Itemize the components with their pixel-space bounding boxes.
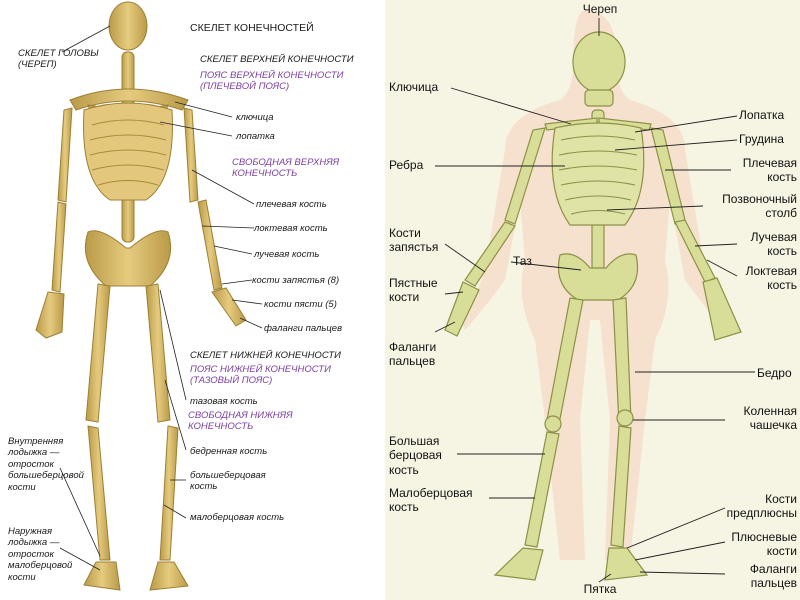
label-femur-left: бедренная кость	[190, 446, 268, 457]
label-head-skeleton: СКЕЛЕТ ГОЛОВЫ (ЧЕРЕП)	[18, 48, 99, 71]
label-clavicle-left: ключица	[236, 112, 274, 123]
ribcage-shape	[83, 102, 173, 201]
left-diagram-panel: СКЕЛЕТ КОНЕЧНОСТЕЙ СКЕЛЕТ ГОЛОВЫ (ЧЕРЕП)…	[0, 0, 385, 600]
label-medial-malleolus: Внутренняя лодыжка — отросток большеберц…	[8, 436, 84, 493]
label-clavicle: Ключица	[389, 80, 439, 94]
right-diagram-panel: Череп Ключица Лопатка Грудина Ребра Плеч…	[385, 0, 800, 600]
label-upper-limb-skeleton: СКЕЛЕТ ВЕРХНЕЙ КОНЕЧНОСТИ	[200, 54, 354, 65]
foot-right-front-shape	[604, 547, 649, 581]
label-spine: Позвоночный столб	[722, 192, 797, 221]
skull-front-shape	[572, 31, 626, 93]
hand-right-front-shape	[702, 277, 742, 341]
label-pelvis: Таз	[513, 254, 532, 268]
right-leader-lines	[434, 18, 755, 583]
label-metacarpals-left: кости пясти (5)	[264, 299, 337, 310]
label-phalanges-hand: Фаланги пальцев	[389, 340, 437, 369]
label-humerus: Плечевая кость	[742, 156, 797, 185]
label-carpals: Кости запястья	[389, 226, 439, 255]
label-free-upper-limb: СВОБОДНАЯ ВЕРХНЯЯ КОНЕЧНОСТЬ	[232, 157, 340, 180]
posterior-skeleton-illustration	[35, 1, 263, 591]
femur-left-shape	[85, 283, 111, 423]
label-fibula: Малоберцовая кость	[389, 486, 473, 515]
rib-lines-front	[558, 135, 638, 215]
anterior-skeleton-illustration	[434, 10, 755, 583]
label-radius-left: лучевая кость	[254, 249, 320, 260]
label-tibia-left: большеберцовая кость	[190, 470, 266, 493]
tibia-left-shape	[87, 425, 111, 561]
label-femur: Бедро	[757, 366, 792, 380]
label-ribs: Ребра	[389, 158, 424, 172]
label-patella: Коленная чашечка	[743, 404, 797, 433]
label-tibia: Большая берцовая кость	[389, 434, 442, 477]
label-lateral-malleolus: Наружная лодыжка — отросток малоберцовой…	[8, 526, 73, 583]
forearm-right-shape	[197, 199, 223, 291]
pelvis-front-shape	[557, 253, 639, 301]
label-scapula: Лопатка	[739, 108, 785, 122]
humerus-left-front-shape	[504, 127, 546, 225]
label-scapula-left: лопатка	[236, 131, 275, 142]
label-radius: Лучевая кость	[750, 230, 797, 259]
label-ulna-left: локтевая кость	[254, 223, 328, 234]
jaw-shape	[584, 89, 614, 107]
label-metatarsals: Плюсневые кости	[731, 530, 797, 559]
label-lower-limb-skeleton: СКЕЛЕТ НИЖНЕЙ КОНЕЧНОСТИ	[190, 350, 341, 361]
label-phalanges-left: фаланги пальцев	[264, 323, 343, 334]
label-pelvic-bone: тазовая кость	[190, 396, 258, 407]
label-carpals-left: кости запястья (8)	[252, 275, 340, 286]
foot-left-front-shape	[493, 547, 544, 581]
label-heel: Пятка	[583, 582, 617, 596]
femur-right-shape	[145, 283, 171, 423]
left-leader-lines	[59, 25, 263, 571]
tibia-left-front-shape	[524, 431, 560, 548]
label-skull: Череп	[582, 2, 618, 16]
label-upper-girdle: ПОЯС ВЕРХНЕЙ КОНЕЧНОСТИ (ПЛЕЧЕВОЙ ПОЯС)	[200, 70, 344, 93]
label-sternum: Грудина	[739, 132, 784, 146]
hand-right-shape	[211, 287, 247, 327]
humerus-left-shape	[57, 107, 73, 203]
skull-shape	[108, 1, 148, 51]
label-phalanges-foot: Фаланги пальцев	[749, 562, 797, 591]
forearm-left-shape	[51, 201, 67, 293]
label-humerus-left: плечевая кость	[256, 199, 327, 210]
foot-right-shape	[149, 561, 189, 591]
label-ulna: Локтевая кость	[745, 264, 797, 293]
foot-left-shape	[83, 561, 121, 591]
label-lower-girdle: ПОЯС НИЖНЕЙ КОНЕЧНОСТИ (ТАЗОВЫЙ ПОЯС)	[190, 364, 331, 387]
ribcage-front-shape	[551, 122, 645, 226]
patella-left-shape	[544, 415, 562, 433]
label-fibula-left: малоберцовая кость	[190, 512, 285, 523]
pelvis-shape	[84, 230, 172, 287]
forearm-left-front-shape	[464, 221, 516, 287]
rib-lines	[89, 119, 167, 186]
label-tarsals: Кости предплюсны	[726, 492, 797, 521]
tibia-right-shape	[159, 425, 179, 561]
hand-left-shape	[35, 291, 65, 339]
label-free-lower-limb: СВОБОДНАЯ НИЖНЯЯ КОНЕЧНОСТЬ	[188, 410, 293, 433]
label-metacarpals: Пястные кости	[389, 276, 438, 305]
title-limb-skeleton: СКЕЛЕТ КОНЕЧНОСТЕЙ	[190, 22, 314, 34]
tibia-right-front-shape	[610, 425, 632, 548]
humerus-right-shape	[183, 107, 199, 203]
patella-right-shape	[616, 409, 634, 427]
